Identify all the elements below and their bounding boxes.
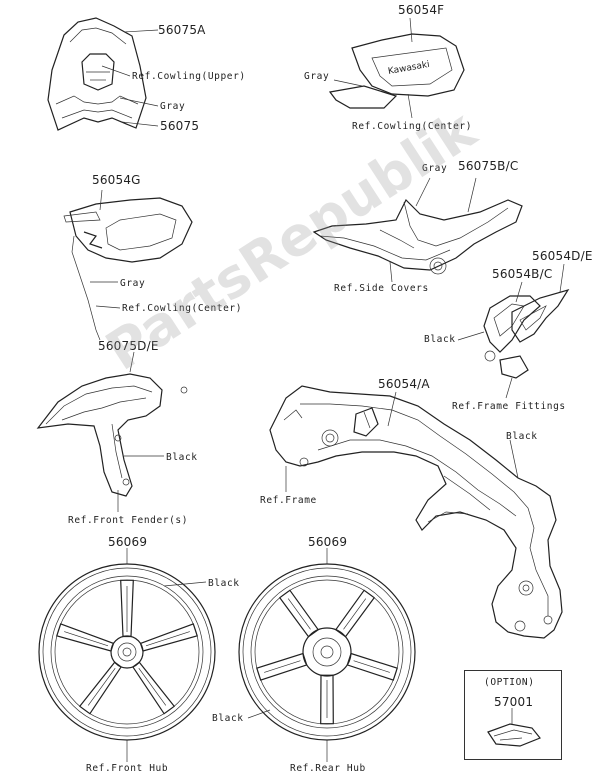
wheel-spoke [139,623,198,652]
black-label-2: Black [166,452,198,463]
gray-label-4: Gray [422,163,448,174]
ref-frame-label: Ref.Frame [260,495,317,506]
part-56069-rear: 56069 [308,535,348,549]
upper-cowling [47,17,159,131]
rear-wheel-spokes [256,589,398,725]
part-56054bc: 56054B/C [492,267,553,281]
option-label: (OPTION) [484,677,535,688]
ref-front-fender-label: Ref.Front Fender(s) [68,515,189,526]
rear-wheel [238,548,416,762]
wheel-spoke-line [138,667,167,706]
wheel-spoke-line [64,631,109,647]
part-56054g: 56054G [92,173,141,187]
part-56075a: 56075A [158,23,206,37]
wheel-spoke [320,674,334,725]
wheel-spoke [78,661,122,715]
part-56075bc: 56075B/C [458,159,519,173]
wheel-spoke-line [145,631,190,647]
part-57001: 57001 [494,695,534,709]
side-decal-left [63,189,193,341]
side-covers [312,177,523,283]
gray-label-2: Gray [304,71,330,82]
ref-front-hub-label: Ref.Front Hub [86,763,169,774]
ref-side-covers-label: Ref.Side Covers [334,283,429,294]
part-56054a: 56054/A [378,377,430,391]
ref-cowling-center-label-2: Ref.Cowling(Center) [122,303,243,314]
wheel-spoke [120,579,134,638]
black-label-3: Black [506,431,538,442]
black-label-5: Black [212,713,244,724]
front-fender [36,351,188,512]
front-wheel [38,548,216,762]
part-56054f: 56054F [398,3,445,17]
part-56054de: 56054D/E [532,249,593,263]
part-56075de: 56075D/E [98,339,159,353]
frame [269,385,563,639]
ref-cowling-upper-label: Ref.Cowling(Upper) [132,71,246,82]
option-tool [487,708,541,747]
wheel-spoke-line [343,598,367,630]
gray-label-1: Gray [160,101,186,112]
decal-brand-text: Kawasaki [387,60,430,77]
wheel-spoke [334,589,376,638]
frame-fittings [457,263,570,399]
wheel-spoke [346,652,398,681]
wheel-spoke [256,652,308,681]
black-label-1: Black [424,334,456,345]
wheel-spoke-line [287,598,311,630]
option-box [464,670,562,760]
black-label-4: Black [208,578,240,589]
ref-frame-fittings-label: Ref.Frame Fittings [452,401,566,412]
part-56075: 56075 [160,119,200,133]
gray-label-3: Gray [120,278,146,289]
wheel-spoke [132,661,176,715]
center-cowling-decal: Kawasaki [328,17,465,119]
wheel-spoke [56,623,115,652]
part-56069-front: 56069 [108,535,148,549]
ref-rear-hub-label: Ref.Rear Hub [290,763,366,774]
wheel-spoke-line [87,667,116,706]
wheel-spoke [278,589,320,638]
wheel-spoke-line [264,660,301,673]
front-wheel-spokes [56,579,198,715]
ref-cowling-center-label-1: Ref.Cowling(Center) [352,121,473,132]
wheel-spoke-line [353,660,390,673]
